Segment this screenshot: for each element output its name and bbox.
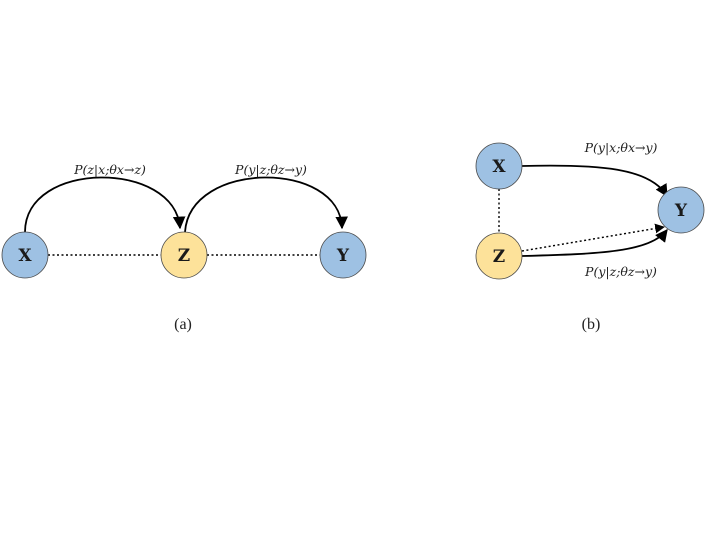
svg-text:Z: Z xyxy=(493,247,505,267)
edge-label-z-to-y: P(y|z;θz→y) xyxy=(584,264,657,279)
panel-a: P(z|x;θx→z) P(y|z;θz→y) X Z Y (a) xyxy=(1,162,367,333)
panel-b-caption: (b) xyxy=(582,316,601,333)
svg-text:Z: Z xyxy=(178,246,190,266)
node-z: Z xyxy=(475,232,523,280)
edge-z-y-dotted xyxy=(521,223,665,252)
svg-text:X: X xyxy=(492,157,506,177)
svg-text:Y: Y xyxy=(674,201,688,221)
edge-label-z-to-y: P(y|z;θz→y) xyxy=(234,162,307,177)
edge-label-x-to-z: P(z|x;θx→z) xyxy=(73,162,146,177)
panel-a-caption: (a) xyxy=(174,316,192,333)
node-x: X xyxy=(475,142,523,190)
node-x: X xyxy=(1,231,49,279)
edge-z-to-y xyxy=(184,176,348,233)
edge-z-to-y xyxy=(521,229,668,257)
edge-x-to-y xyxy=(521,164,668,198)
svg-text:Y: Y xyxy=(336,246,350,266)
svg-text:X: X xyxy=(18,246,32,266)
edge-x-to-z xyxy=(24,176,186,233)
node-y: Y xyxy=(657,186,705,234)
panel-b: P(y|x;θx→y) P(y|z;θz→y) X Z Y (b) xyxy=(475,140,705,333)
node-z: Z xyxy=(160,231,208,279)
node-y: Y xyxy=(319,231,367,279)
edge-label-x-to-y: P(y|x;θx→y) xyxy=(584,140,658,155)
